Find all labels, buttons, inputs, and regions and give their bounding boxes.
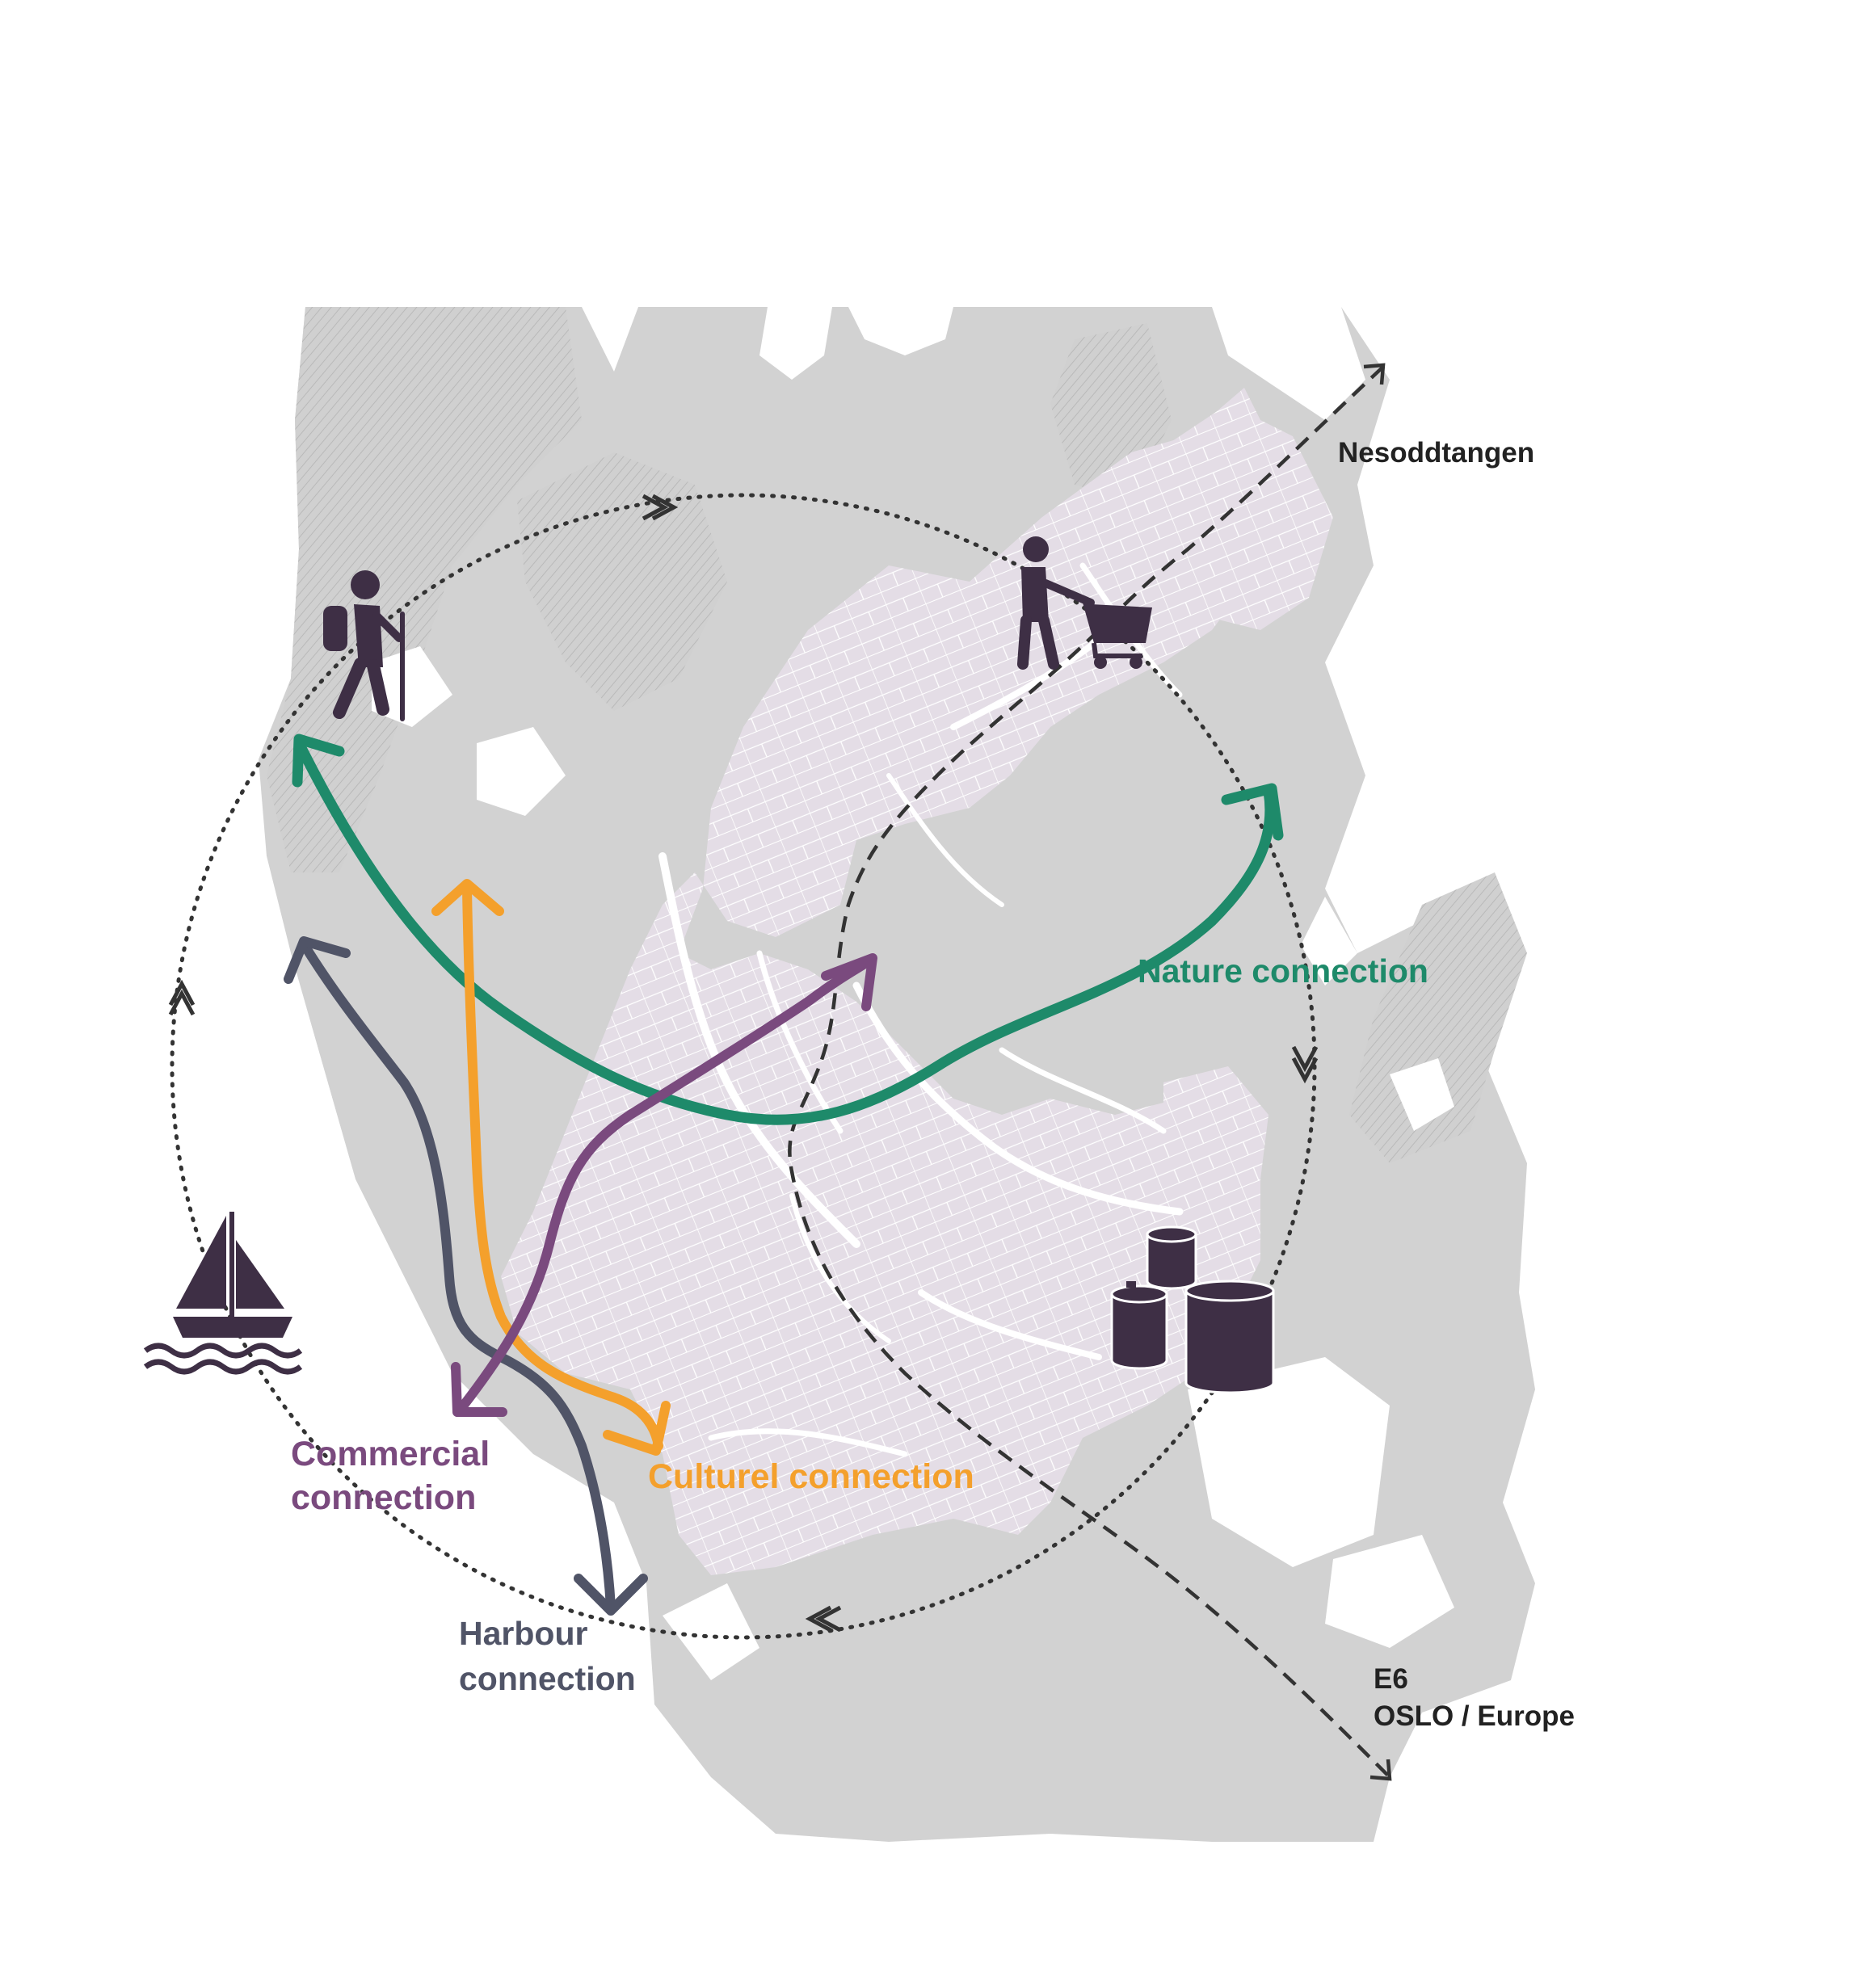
label-nature-connection: Nature connection — [1138, 952, 1428, 990]
forest-east — [1349, 872, 1527, 1163]
urban-fabric-north — [1155, 404, 1333, 630]
label-commercial-connection-2: connection — [291, 1478, 476, 1517]
label-oslo-europe: OSLO / Europe — [1374, 1700, 1575, 1732]
route-arrow-south — [1369, 1759, 1392, 1781]
urban-fabric — [501, 388, 1277, 1575]
map-labels: Nesoddtangen Nature connection Commercia… — [291, 437, 1575, 1732]
forest-west — [267, 307, 582, 872]
main-road-route — [788, 363, 1392, 1781]
label-harbour-connection-1: Harbour — [459, 1615, 588, 1652]
culturel-connection-arrow — [431, 879, 671, 1456]
label-e6: E6 — [1374, 1663, 1408, 1695]
nature-connection-arrow — [292, 733, 1284, 1125]
label-harbour-connection-2: connection — [459, 1660, 636, 1697]
shopping-cart-icon — [1017, 536, 1152, 670]
circular-loop — [168, 493, 1319, 1640]
harbour-connection-arrow — [284, 936, 648, 1616]
urban-fabric-east — [1163, 1066, 1268, 1196]
label-culturel-connection: Culturel connection — [648, 1457, 974, 1496]
label-commercial-connection-1: Commercial — [291, 1435, 490, 1473]
base-map — [202, 307, 1535, 1842]
loop-arrow-left — [168, 979, 196, 1016]
loop-arrow-top — [642, 494, 679, 521]
sailboat-icon — [143, 1212, 303, 1375]
storage-tanks-icon — [1110, 1225, 1275, 1394]
water-bodies — [202, 307, 1454, 1680]
commercial-connection-arrow — [451, 953, 877, 1417]
hiker-icon — [323, 570, 405, 721]
loop-arrow-bottom — [805, 1605, 842, 1633]
forest-north — [517, 452, 727, 711]
route-arrow-north — [1363, 363, 1386, 385]
label-nesoddtangen: Nesoddtangen — [1338, 437, 1534, 469]
loop-arrow-right — [1291, 1045, 1319, 1084]
